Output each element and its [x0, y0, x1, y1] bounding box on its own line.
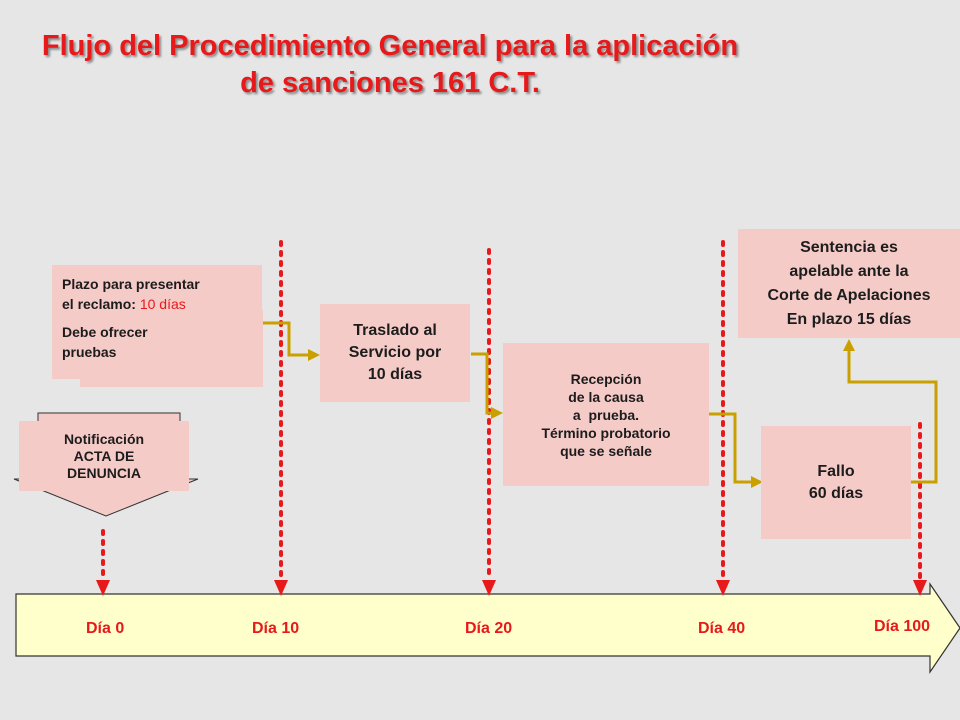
- connector-plazo-to-traslado: [258, 321, 310, 357]
- sentencia-box: Sentencia es apelable ante la Corte de A…: [738, 229, 960, 338]
- connector-arrow-sentencia: [843, 339, 855, 351]
- timeline-label-day-100: Día 100: [874, 618, 931, 635]
- sentencia-line-3: Corte de Apelaciones: [767, 286, 931, 304]
- connector-traslado-to-recepcion: [471, 352, 493, 415]
- timeline-label-day-0: Día 0: [86, 620, 125, 637]
- sentencia-line-1: Sentencia es: [800, 238, 898, 256]
- traslado-box: Traslado al Servicio por 10 días: [320, 304, 470, 402]
- recepcion-line-5: que se señale: [560, 442, 652, 459]
- marker-arrow-day-0: [96, 580, 110, 596]
- recepcion-line-2: de la causa: [568, 388, 644, 405]
- fallo-line-2: 60 días: [808, 484, 864, 502]
- connector-arrow-traslado: [308, 349, 320, 361]
- notificacion-line-3: DENUNCIA: [67, 464, 141, 481]
- plazo-line-2: el reclamo: 10 días: [62, 294, 262, 314]
- connector-arrow-recepcion: [491, 407, 503, 419]
- traslado-line-3: 10 días: [367, 366, 423, 383]
- recepcion-line-1: Recepción: [570, 370, 642, 387]
- plazo-line-2-prefix: el reclamo:: [62, 296, 140, 312]
- marker-arrow-day-10: [274, 580, 288, 596]
- marker-arrow-day-20: [482, 580, 496, 596]
- page-title-line-2: de sanciones 161 C.T.: [240, 67, 540, 99]
- timeline-label-day-10: Día 10: [252, 620, 300, 637]
- plazo-line-2-highlight: 10 días: [139, 296, 186, 312]
- marker-arrow-day-40: [716, 580, 730, 596]
- plazo-box: Plazo para presentar el reclamo: 10 días…: [52, 265, 262, 379]
- connector-arrow-fallo: [751, 476, 763, 488]
- page-title-line-1: Flujo del Procedimiento General para la …: [41, 30, 739, 62]
- timeline-label-day-20: Día 20: [465, 620, 513, 637]
- notificacion-box: Notificación ACTA DE DENUNCIA: [19, 421, 189, 491]
- recepcion-box: Recepción de la causa a prueba. Término …: [503, 343, 709, 486]
- traslado-line-1: Traslado al: [353, 322, 437, 339]
- sentencia-line-4: En plazo 15 días: [786, 310, 912, 328]
- connector-recepcion-to-fallo: [709, 412, 753, 484]
- timeline-label-day-40: Día 40: [698, 620, 746, 637]
- fallo-line-1: Fallo: [817, 462, 855, 480]
- notificacion-line-1: Notificación: [63, 430, 145, 447]
- notificacion-line-2: ACTA DE: [73, 447, 135, 464]
- marker-arrow-day-100: [913, 580, 927, 596]
- sentencia-line-2: apelable ante la: [789, 262, 909, 280]
- fallo-box: Fallo 60 días: [761, 426, 911, 539]
- plazo-line-3: Debe ofrecer: [62, 324, 148, 340]
- recepcion-line-4: Término probatorio: [541, 424, 671, 441]
- timeline-arrow: [15, 582, 960, 674]
- plazo-line-4: pruebas: [62, 344, 117, 360]
- traslado-line-2: Servicio por: [348, 344, 442, 361]
- recepcion-line-3: a prueba.: [572, 406, 640, 423]
- connector-fallo-to-sentencia: [847, 350, 938, 484]
- plazo-line-1: Plazo para presentar: [62, 276, 200, 292]
